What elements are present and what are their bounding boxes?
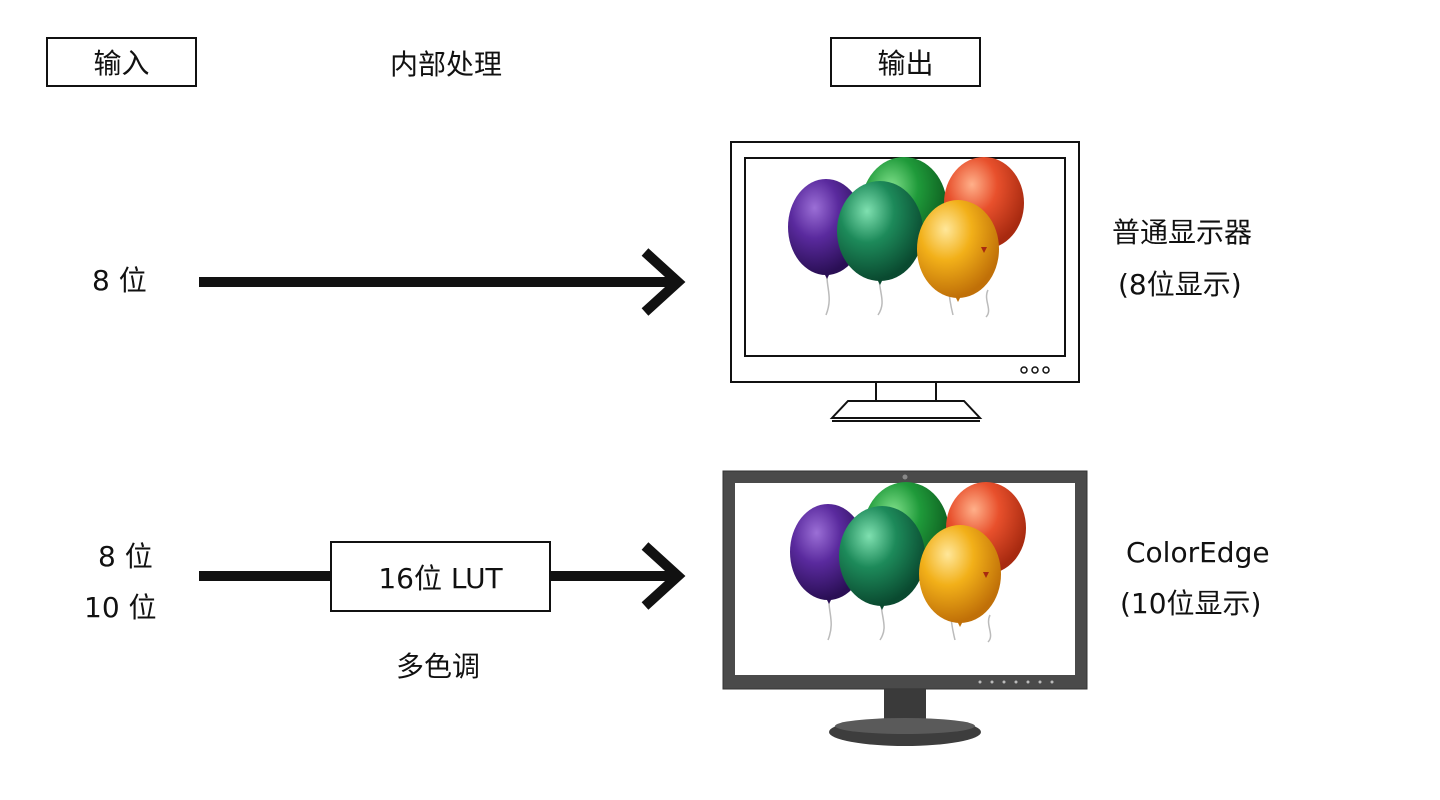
row1-display-sub: (8位显示) [1118, 268, 1242, 301]
lut-label: 16位 LUT [378, 561, 503, 595]
input-header-box: 输入 [46, 37, 197, 87]
row1-arrow-head [641, 248, 686, 316]
row2-input-label-a: 8 位 [98, 540, 153, 573]
row2-display-name: ColorEdge [1126, 536, 1270, 569]
output-header-label: 输出 [877, 47, 934, 80]
row2-arrow-head [641, 542, 686, 610]
row1-display-name: 普通显示器 [1112, 216, 1253, 249]
row1-input-label: 8 位 [92, 264, 147, 297]
output-header-box: 输出 [830, 37, 981, 87]
row2-display-sub: (10位显示) [1120, 587, 1262, 620]
processing-header-label: 内部处理 [390, 48, 503, 81]
lut-box: 16位 LUT [330, 541, 551, 612]
row2-input-label-b: 10 位 [84, 591, 157, 624]
coloredge-monitor [722, 470, 1088, 746]
lut-caption: 多色调 [396, 650, 481, 683]
input-header-label: 输入 [93, 47, 150, 80]
standard-monitor [730, 141, 1080, 422]
